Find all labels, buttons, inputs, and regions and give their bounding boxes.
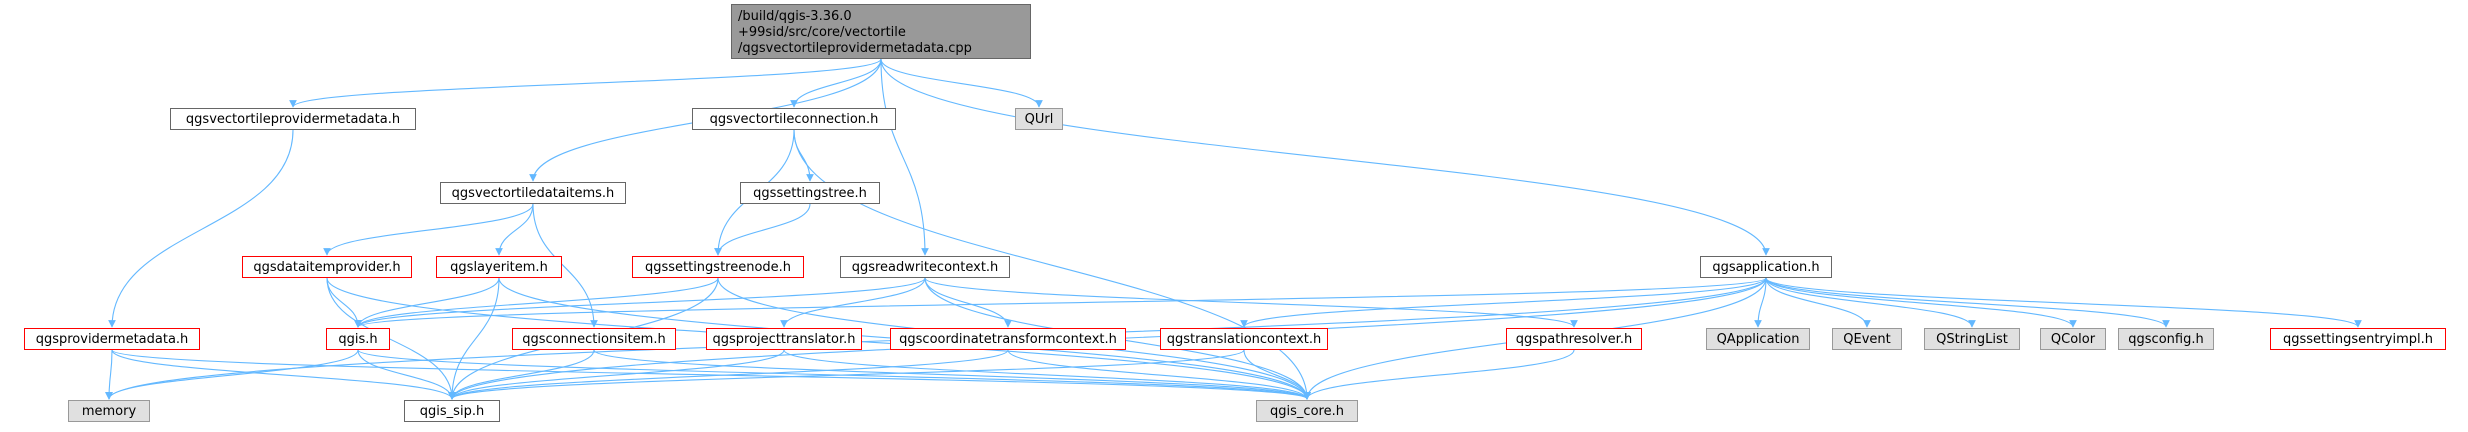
node-dataitemprovider-h[interactable]: qgsdataitemprovider.h (242, 256, 412, 278)
node-qevent[interactable]: QEvent (1832, 328, 1902, 350)
node-translationcontext-h[interactable]: qgstranslationcontext.h (1160, 328, 1328, 350)
node-settingstree-h[interactable]: qgssettingstree.h (740, 182, 880, 204)
edge-root-to-qurl (880, 58, 1043, 108)
edge-application_h-to-qevent (1765, 277, 1871, 328)
edge-qgis_h-to-qgis_core_h (357, 349, 1311, 400)
edge-readwritecontext_h-to-projecttranslator_h (780, 277, 926, 328)
edge-application_h-to-qapplication (1754, 277, 1767, 328)
node-qcolor[interactable]: QColor (2040, 328, 2106, 350)
node-pathresolver-h[interactable]: qgspathresolver.h (1506, 328, 1642, 350)
node-coordinatetransformcontext-h[interactable]: qgscoordinatetransformcontext.h (890, 328, 1126, 350)
node-application-h[interactable]: qgsapplication.h (1700, 256, 1832, 278)
edge-providermetadata_h-to-memory (105, 349, 113, 400)
edge-readwritecontext_h-to-coordtransformctx_h (924, 277, 1012, 328)
edge-projecttranslator_h-to-qgis_core_h (783, 349, 1311, 400)
node-settingstreenode-h[interactable]: qgssettingstreenode.h (632, 256, 804, 278)
edge-root-to-application_h (880, 58, 1770, 256)
edge-vtpm_h-to-providermetadata_h (108, 129, 294, 328)
root-path-line-2: +99sid/src/core/vectortile (738, 25, 906, 40)
edge-projecttranslator_h-to-qgis_sip_h (448, 349, 785, 400)
node-settingsentryimpl-h[interactable]: qgssettingsentryimpl.h (2270, 328, 2446, 350)
edge-readwritecontext_h-to-qgis_h (354, 277, 926, 328)
node-vectortileconnection-h[interactable]: qgsvectortileconnection.h (692, 108, 896, 130)
node-qapplication[interactable]: QApplication (1706, 328, 1810, 350)
edge-application_h-to-qcolor (1765, 277, 2077, 328)
node-layeritem-h[interactable]: qgslayeritem.h (436, 256, 562, 278)
node-vectortileprovidermetadata-h[interactable]: qgsvectortileprovidermetadata.h (170, 108, 416, 130)
edge-coordtransformctx_h-to-qgis_sip_h (448, 349, 1009, 400)
node-vectortiledataitems-h[interactable]: qgsvectortiledataitems.h (440, 182, 626, 204)
root-path-line-1: /build/qgis-3.36.0 (738, 9, 852, 24)
edge-root-to-readwritecontext_h (880, 58, 929, 256)
edge-layeritem_h-to-qgis_h (354, 277, 500, 328)
edge-connectionsitem_h-to-qgis_core_h (593, 349, 1311, 400)
edge-coordtransformctx_h-to-qgis_core_h (1007, 349, 1311, 400)
edge-root-to-vtpm_h (289, 58, 882, 108)
node-projecttranslator-h[interactable]: qgsprojecttranslator.h (706, 328, 862, 350)
edge-settingstreenode_h-to-qgis_h (354, 277, 719, 328)
node-connectionsitem-h[interactable]: qgsconnectionsitem.h (512, 328, 676, 350)
edge-translationcontext_h-to-qgis_sip_h (448, 349, 1245, 400)
edge-providermetadata_h-to-qgis_core_h (111, 349, 1311, 400)
edge-pathresolver_h-to-qgis_core_h (1303, 349, 1575, 400)
edge-application_h-to-qstringlist (1765, 277, 1976, 328)
edge-vtconn_h-to-settingstree_h (793, 129, 814, 182)
node-qgis-sip-h[interactable]: qgis_sip.h (404, 400, 500, 422)
edge-vtdataitems_h-to-layeritem_h (495, 203, 534, 256)
edge-qgis_h-to-qgis_sip_h (357, 349, 456, 400)
node-qgsconfig-h[interactable]: qgsconfig.h (2118, 328, 2214, 350)
node-qurl[interactable]: QUrl (1015, 108, 1063, 130)
edge-root-to-vtconn_h (790, 58, 882, 108)
edge-application_h-to-qgsconfig_h (1765, 277, 2170, 328)
edge-settingstree_h-to-settingstreenode_h (714, 203, 811, 256)
edge-providermetadata_h-to-qgis_sip_h (111, 349, 456, 400)
edge-application_h-to-translationcontext_h (1240, 277, 1767, 328)
node-root-file[interactable]: /build/qgis-3.36.0 +99sid/src/core/vecto… (731, 4, 1031, 59)
edge-connectionsitem_h-to-qgis_sip_h (448, 349, 595, 400)
edge-qgis_h-to-memory (105, 349, 359, 400)
node-memory[interactable]: memory (68, 400, 150, 422)
edge-layeritem_h-to-qgis_sip_h (448, 277, 500, 400)
edge-application_h-to-settingsentryimpl_h (1765, 277, 2362, 328)
edge-vtdataitems_h-to-connectionsitem_h (532, 203, 598, 328)
edge-vtdataitems_h-to-dataitemprovider_h (323, 203, 534, 256)
root-path-line-3: /qgsvectortileprovidermetadata.cpp (738, 41, 972, 56)
edge-readwritecontext_h-to-pathresolver_h (924, 277, 1578, 328)
edge-application_h-to-qgis_h (354, 277, 1767, 328)
node-qgis-h[interactable]: qgis.h (326, 328, 390, 350)
node-qgis-core-h[interactable]: qgis_core.h (1256, 400, 1358, 422)
node-readwritecontext-h[interactable]: qgsreadwritecontext.h (840, 256, 1010, 278)
node-qstringlist[interactable]: QStringList (1924, 328, 2020, 350)
node-providermetadata-h[interactable]: qgsprovidermetadata.h (24, 328, 200, 350)
